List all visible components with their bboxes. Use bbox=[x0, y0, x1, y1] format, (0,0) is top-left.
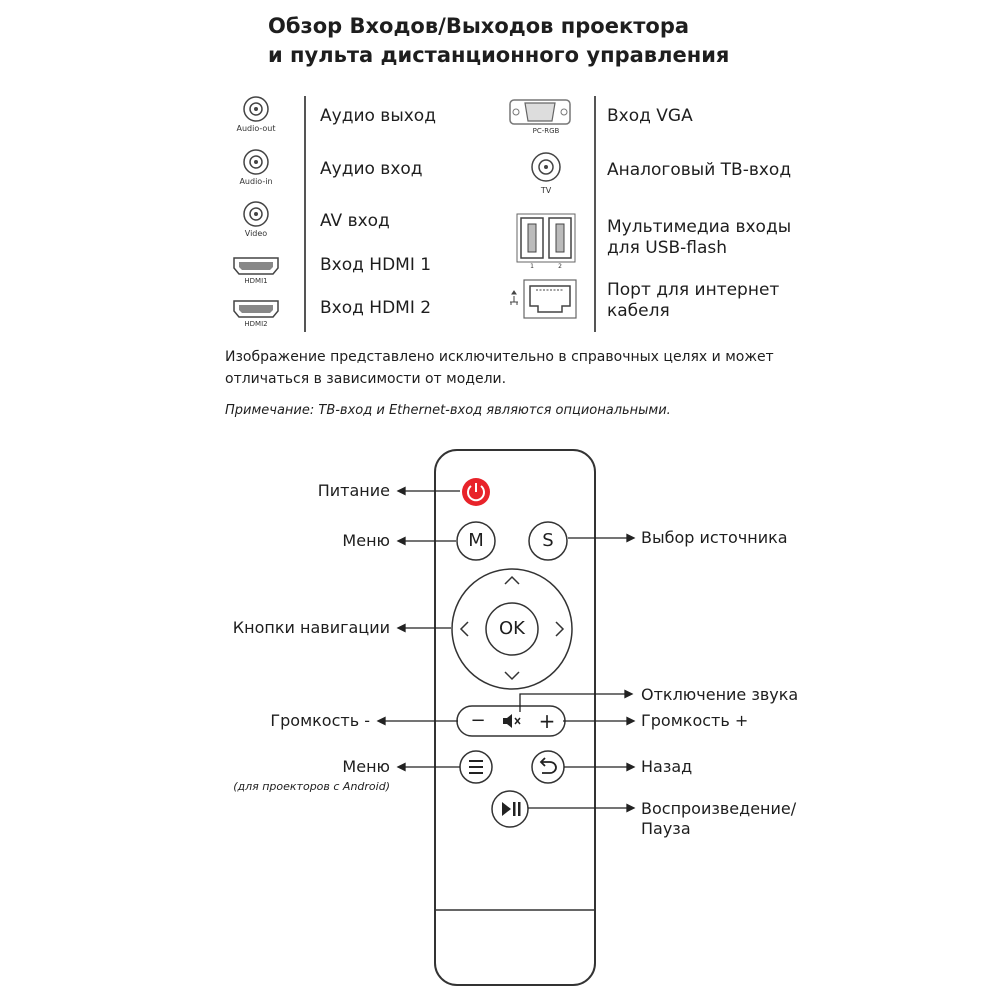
play-pause-callout-line-2: Пауза bbox=[641, 819, 691, 838]
disclaimer-line-1: Изображение представлено исключительно в… bbox=[225, 349, 774, 365]
volume-plus-callout: Громкость + bbox=[641, 711, 749, 730]
ok-button bbox=[485, 602, 539, 656]
mute-callout: Отключение звука bbox=[641, 685, 799, 704]
tv-icon-label: TV bbox=[540, 186, 552, 195]
nav-up-icon bbox=[504, 575, 520, 585]
video-icon-label: Video bbox=[244, 229, 268, 238]
power-button bbox=[462, 478, 490, 506]
divider-left bbox=[304, 96, 306, 332]
source-button-label: S bbox=[542, 530, 554, 551]
audio-out-jack-icon bbox=[243, 96, 269, 122]
disclaimer-note: Изображение представлено исключительно в… bbox=[225, 346, 774, 390]
audio-in-icon-label: Audio-in bbox=[239, 177, 273, 186]
audio-in-jack-icon bbox=[243, 149, 269, 175]
nav-down-icon bbox=[504, 671, 520, 681]
android-menu-note: (для проекторов с Android) bbox=[233, 780, 390, 793]
tv-in-label: Аналоговый ТВ-вход bbox=[607, 160, 792, 180]
av-in-label: AV вход bbox=[320, 211, 390, 231]
ethernet-label: Порт для интернет кабеля bbox=[607, 280, 779, 322]
ethernet-label-line-1: Порт для интернет bbox=[607, 280, 780, 300]
remote-illustration bbox=[376, 449, 636, 986]
hdmi1-icon-label: HDMI1 bbox=[244, 277, 268, 285]
navigation-pad bbox=[451, 568, 573, 690]
hdmi2-port-icon bbox=[233, 300, 279, 318]
hdmi1-label: Вход HDMI 1 bbox=[320, 255, 432, 275]
navigation-callout: Кнопки навигации bbox=[232, 618, 390, 637]
nav-right-icon bbox=[555, 621, 565, 637]
menu-callout: Меню bbox=[342, 531, 390, 550]
divider-right bbox=[594, 96, 596, 332]
source-button bbox=[528, 521, 568, 561]
tv-jack-icon bbox=[531, 152, 561, 182]
hdmi2-label: Вход HDMI 2 bbox=[320, 298, 432, 318]
vga-label: Вход VGA bbox=[607, 106, 693, 126]
disclaimer-line-2: отличаться в зависимости от модели. bbox=[225, 371, 507, 387]
usb-ports-icon bbox=[516, 213, 576, 263]
menu-button bbox=[456, 521, 496, 561]
android-menu-callout: Меню bbox=[342, 757, 390, 776]
remote-body bbox=[434, 449, 596, 986]
menu-button-label: M bbox=[468, 530, 484, 551]
play-pause-callout-line-1: Воспроизведение/ bbox=[641, 799, 797, 818]
play-pause-button bbox=[491, 790, 529, 828]
mute-icon bbox=[503, 714, 521, 728]
volume-plus-label: + bbox=[538, 709, 556, 733]
power-callout: Питание bbox=[317, 481, 390, 500]
usb1-icon-label: 1 bbox=[530, 263, 534, 270]
usb-label-line-2: для USB-flash bbox=[607, 238, 728, 258]
volume-minus-callout: Громкость - bbox=[270, 711, 370, 730]
audio-out-label: Аудио выход bbox=[320, 106, 436, 126]
hdmi1-port-icon bbox=[233, 257, 279, 275]
back-callout: Назад bbox=[641, 757, 693, 776]
ethernet-port-icon bbox=[510, 279, 577, 319]
ports-illustration bbox=[233, 96, 577, 319]
hdmi2-icon-label: HDMI2 bbox=[244, 320, 268, 328]
usb2-icon-label: 2 bbox=[558, 263, 562, 270]
usb-label-line-1: Мультимедиа входы bbox=[607, 217, 792, 237]
audio-out-icon-label: Audio-out bbox=[236, 124, 276, 133]
vga-icon-label: PC-RGB bbox=[532, 127, 560, 135]
nav-left-icon bbox=[459, 621, 469, 637]
audio-in-label: Аудио вход bbox=[320, 159, 423, 179]
page-title: Обзор Входов/Выходов проектора и пульта … bbox=[268, 12, 729, 70]
android-menu-button bbox=[459, 750, 493, 784]
title-line-1: Обзор Входов/Выходов проектора bbox=[268, 14, 690, 38]
title-line-2: и пульта дистанционного управления bbox=[268, 43, 730, 67]
ethernet-label-line-2: кабеля bbox=[607, 301, 670, 321]
callout-arrows bbox=[376, 486, 636, 813]
video-jack-icon bbox=[243, 201, 269, 227]
source-callout: Выбор источника bbox=[641, 528, 788, 547]
usb-label: Мультимедиа входы для USB-flash bbox=[607, 217, 791, 259]
play-pause-callout: Воспроизведение/ Пауза bbox=[641, 799, 796, 839]
volume-minus-label: − bbox=[470, 710, 486, 731]
vga-port-icon bbox=[509, 99, 571, 125]
optional-ports-note: Примечание: ТВ-вход и Ethernet-вход явля… bbox=[225, 403, 671, 418]
ok-button-label: OK bbox=[499, 618, 525, 639]
